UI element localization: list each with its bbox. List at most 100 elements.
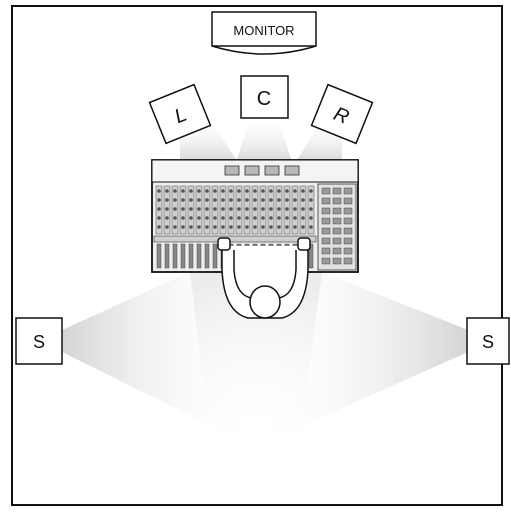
console-master-knobs: [321, 187, 353, 265]
channel-knob: [301, 225, 305, 229]
channel-knob: [245, 225, 249, 229]
channel-knob: [229, 189, 233, 193]
channel-knob: [293, 225, 297, 229]
channel-knob: [197, 198, 201, 202]
channel-knob: [221, 207, 225, 211]
master-control: [332, 257, 342, 265]
channel-knob: [173, 207, 177, 211]
channel-knob: [221, 189, 225, 193]
speaker-surround-left: S: [15, 317, 63, 365]
channel-knob: [261, 207, 265, 211]
channel-fader: [172, 243, 178, 269]
channel-knob: [181, 198, 185, 202]
channel-fader: [204, 243, 210, 269]
monitor-base: [211, 45, 317, 55]
channel-knob: [285, 207, 289, 211]
console-meters: [224, 165, 300, 176]
channel-knob: [205, 225, 209, 229]
channel-knob: [157, 207, 161, 211]
channel-knob: [229, 216, 233, 220]
master-control: [332, 187, 342, 195]
master-control: [321, 247, 331, 255]
channel-knob: [213, 216, 217, 220]
channel-knob: [205, 207, 209, 211]
channel-knob: [261, 216, 265, 220]
channel-knob: [277, 216, 281, 220]
channel-knob: [197, 189, 201, 193]
channel-fader: [188, 243, 194, 269]
master-control: [321, 207, 331, 215]
channel-knob: [237, 216, 241, 220]
engineer-arms-inner: [233, 250, 297, 299]
channel-knob: [221, 216, 225, 220]
channel-fader: [180, 243, 186, 269]
channel-knob: [205, 198, 209, 202]
channel-knob: [237, 198, 241, 202]
channel-knob: [157, 216, 161, 220]
engineer-head: [249, 285, 281, 319]
channel-knob: [189, 198, 193, 202]
channel-knob: [245, 207, 249, 211]
channel-knob: [301, 198, 305, 202]
channel-knob: [229, 207, 233, 211]
channel-knob: [301, 216, 305, 220]
channel-fader: [212, 243, 218, 269]
channel-knob: [213, 207, 217, 211]
master-control: [332, 237, 342, 245]
channel-knob: [157, 189, 161, 193]
channel-knob: [189, 189, 193, 193]
channel-knob: [189, 207, 193, 211]
channel-knob: [309, 198, 313, 202]
master-control: [332, 197, 342, 205]
channel-knob: [173, 225, 177, 229]
channel-knob: [205, 189, 209, 193]
channel-knob: [293, 198, 297, 202]
channel-knob: [285, 216, 289, 220]
channel-knob: [261, 225, 265, 229]
master-control: [343, 217, 353, 225]
master-control: [343, 237, 353, 245]
master-control: [321, 187, 331, 195]
channel-knob: [277, 198, 281, 202]
channel-knob: [253, 189, 257, 193]
channel-knob: [173, 216, 177, 220]
channel-knob: [293, 216, 297, 220]
speaker-center: C: [240, 75, 289, 119]
master-control: [343, 257, 353, 265]
channel-knob: [269, 207, 273, 211]
channel-knob: [245, 216, 249, 220]
channel-knob: [221, 198, 225, 202]
channel-knob: [157, 198, 161, 202]
channel-knob: [269, 189, 273, 193]
master-control: [321, 257, 331, 265]
channel-knob: [165, 225, 169, 229]
engineer-left-hand: [217, 237, 231, 251]
channel-knob: [165, 207, 169, 211]
channel-knob: [293, 189, 297, 193]
channel-knob: [309, 189, 313, 193]
channel-knob: [269, 198, 273, 202]
channel-knob: [213, 225, 217, 229]
channel-knob: [181, 216, 185, 220]
channel-knob: [261, 198, 265, 202]
channel-knob: [197, 225, 201, 229]
master-control: [343, 227, 353, 235]
channel-knob: [285, 198, 289, 202]
channel-fader: [156, 243, 162, 269]
channel-fader: [308, 243, 314, 269]
channel-knob: [309, 225, 313, 229]
channel-knob: [285, 225, 289, 229]
channel-knob: [189, 225, 193, 229]
master-control: [343, 197, 353, 205]
channel-knob: [301, 207, 305, 211]
master-control: [343, 187, 353, 195]
channel-knob: [253, 198, 257, 202]
speaker-surround-left-label: S: [33, 332, 45, 352]
speaker-surround-right: S: [466, 317, 510, 365]
channel-knob: [157, 225, 161, 229]
channel-knob: [165, 189, 169, 193]
channel-knob: [221, 225, 225, 229]
channel-knob: [269, 225, 273, 229]
master-control: [332, 247, 342, 255]
